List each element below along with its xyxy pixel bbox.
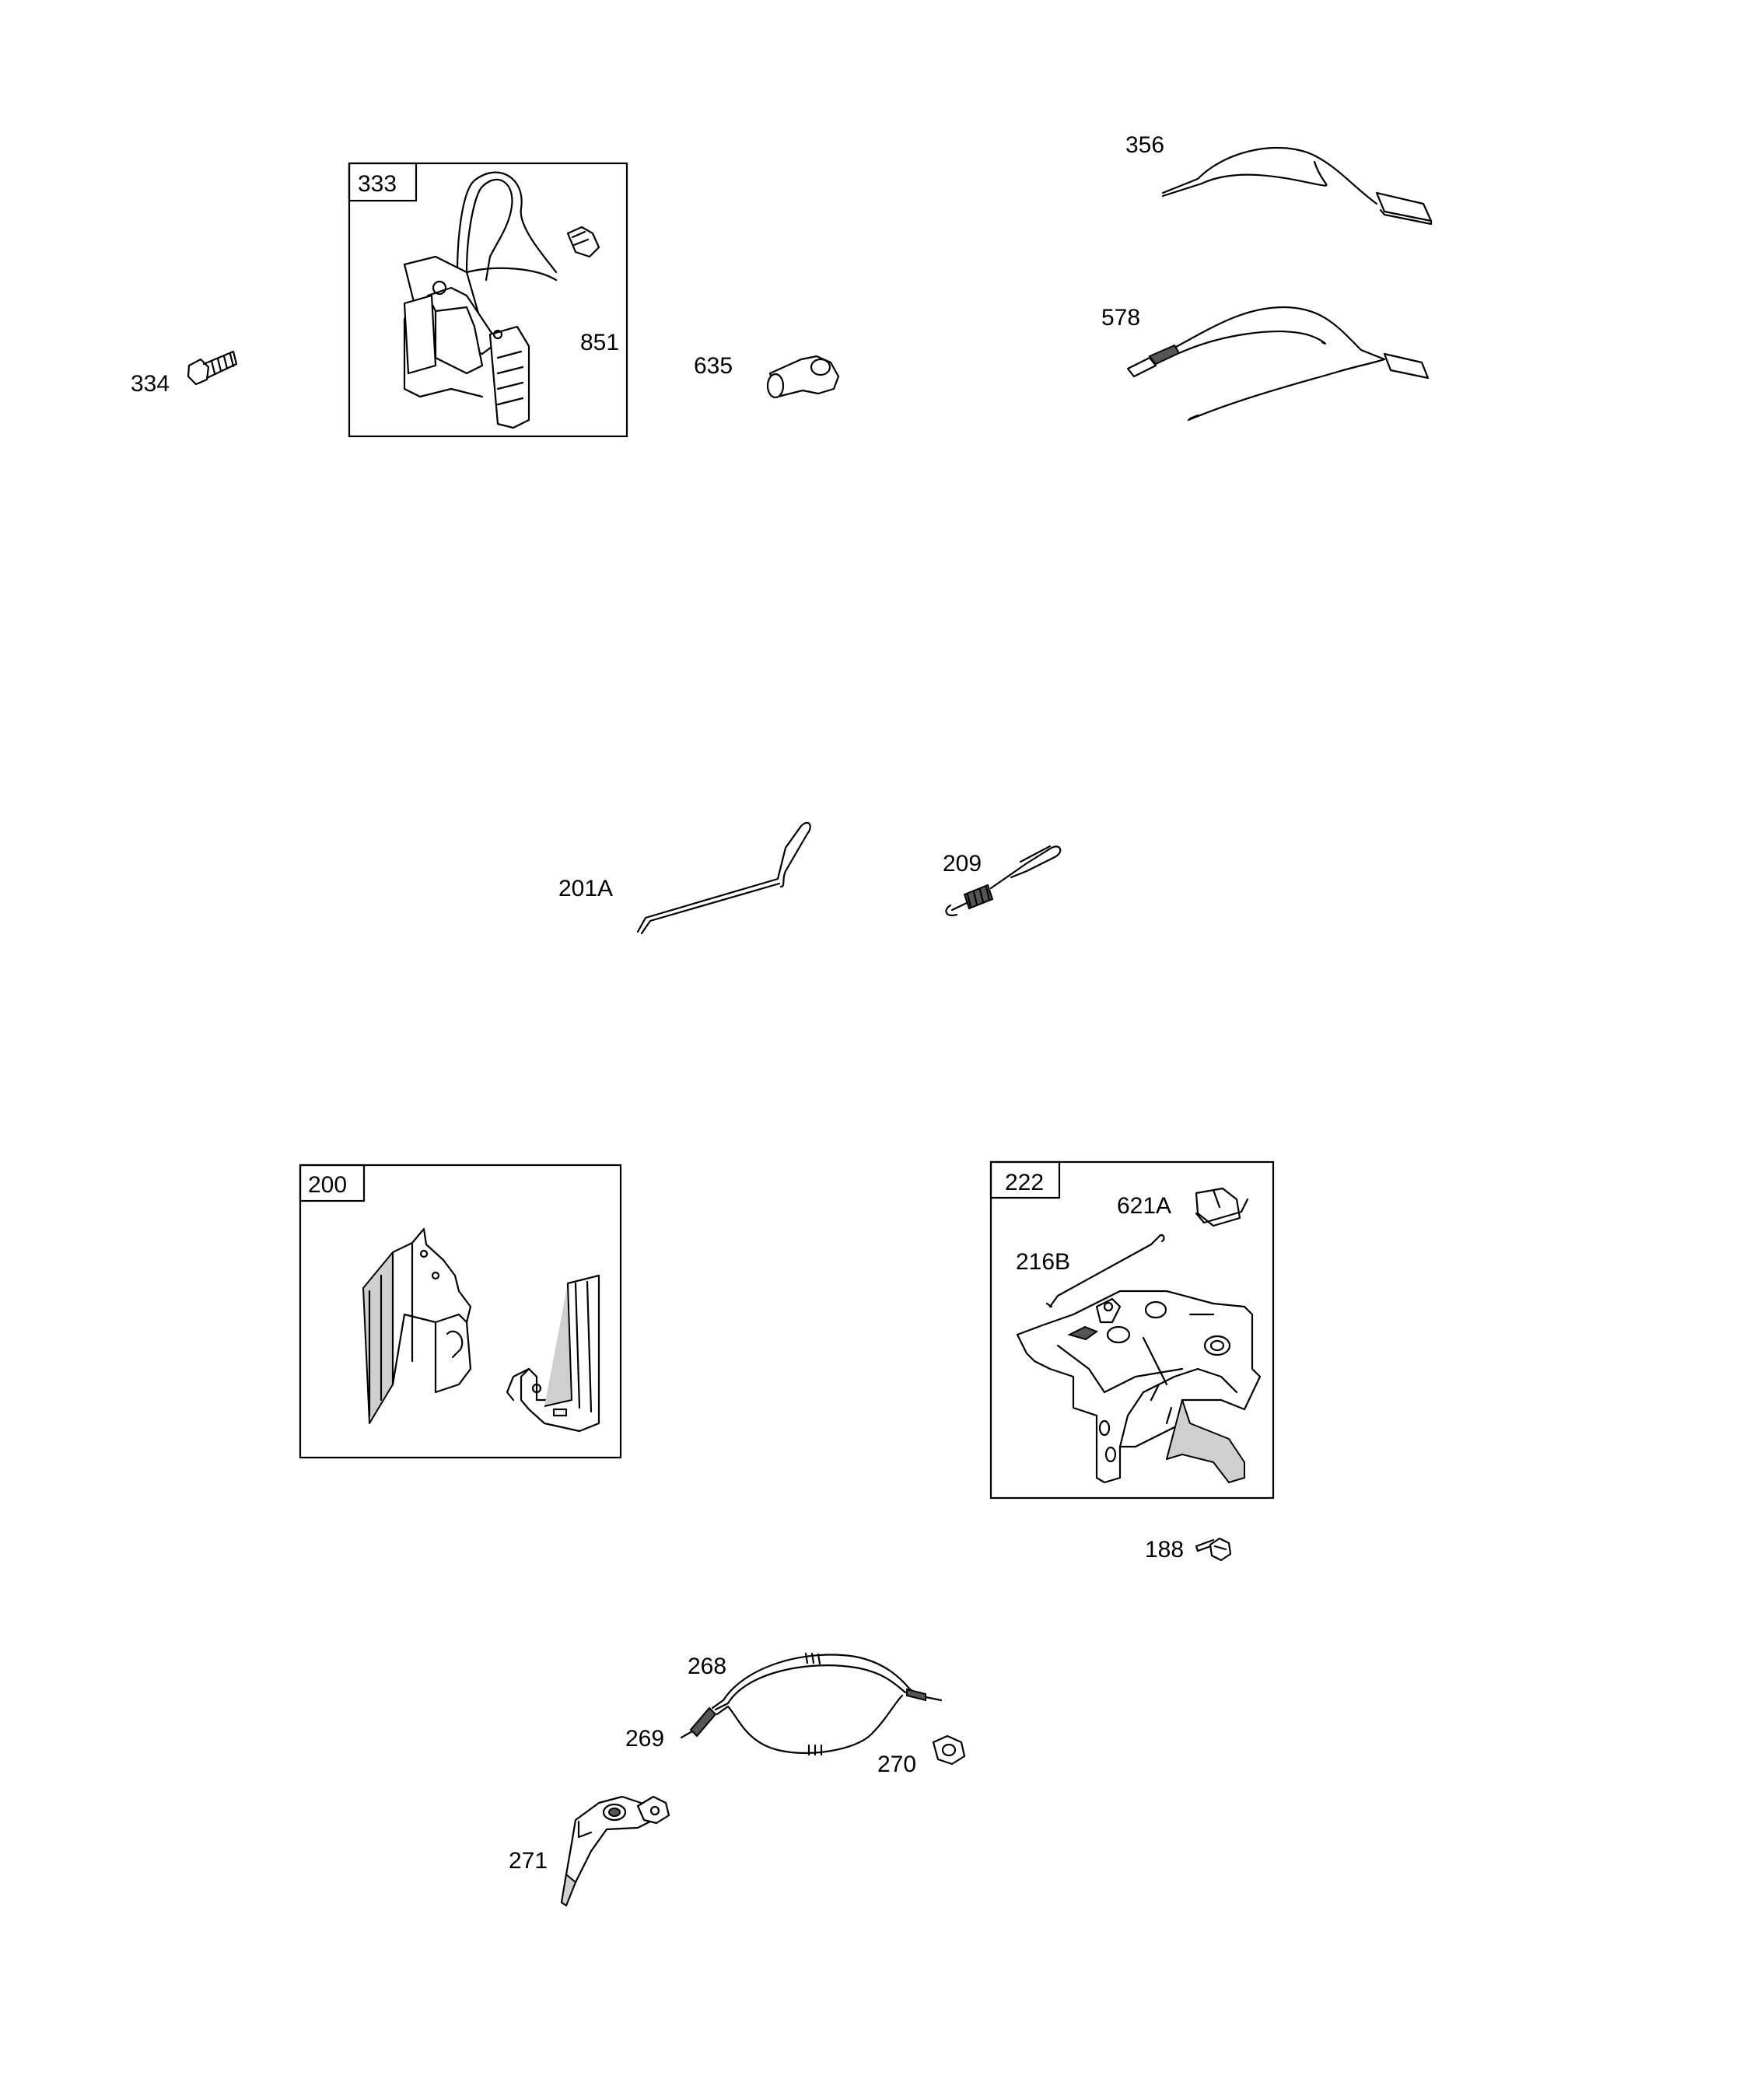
part-group-222: 222 621A 216B (989, 1160, 1275, 1500)
governor-link-icon (636, 821, 811, 935)
part-group-578: 578 (1101, 305, 1430, 422)
part-label-209: 209 (943, 851, 982, 877)
part-group-270: 270 (877, 1734, 966, 1777)
part-group-188: 188 (1145, 1537, 1232, 1563)
part-label-271: 271 (509, 1848, 548, 1874)
armature-icon (403, 171, 558, 429)
part-group-209: 209 (943, 845, 1062, 916)
governor-spring-icon (945, 845, 1062, 916)
part-group-201A: 201A (558, 821, 811, 935)
part-group-334: 334 (131, 350, 238, 397)
part-label-578: 578 (1101, 305, 1140, 331)
part-label-270: 270 (877, 1752, 916, 1777)
spark-plug-boot-icon (766, 355, 840, 399)
air-guide-left-icon (362, 1227, 472, 1424)
part-group-356: 356 (1125, 132, 1433, 226)
part-label-635: 635 (694, 353, 733, 379)
part-group-268: 268 269 (625, 1652, 943, 1756)
choke-link-icon (1045, 1234, 1165, 1308)
control-bracket-icon (1016, 1290, 1262, 1484)
part-label-334: 334 (131, 371, 170, 397)
wire-harness-icon (1126, 306, 1430, 422)
kit-box-333 (348, 162, 628, 438)
part-label-621A: 621A (1117, 1193, 1171, 1219)
part-label-216B: 216B (1016, 1249, 1070, 1275)
part-label-200: 200 (308, 1172, 347, 1198)
kit-box-200 (299, 1164, 622, 1459)
part-label-222: 222 (1005, 1170, 1044, 1195)
screw-icon (187, 350, 238, 386)
kit-tag-box-222 (989, 1160, 1061, 1199)
hex-nut-icon (932, 1734, 966, 1766)
spark-plug-connector-icon (566, 226, 600, 258)
part-label-188: 188 (1145, 1537, 1184, 1563)
part-group-635: 635 (694, 353, 840, 399)
bolt-icon (1195, 1537, 1232, 1562)
ground-wire-icon (1161, 146, 1433, 226)
part-label-333: 333 (358, 171, 397, 197)
part-label-201A: 201A (558, 876, 613, 901)
kit-tag-box-200 (299, 1164, 366, 1202)
throttle-lever-icon (560, 1795, 670, 1907)
part-group-271: 271 (509, 1795, 670, 1907)
part-group-333: 333 851 (348, 162, 628, 438)
kit-tag-box-333 (348, 162, 418, 202)
air-guide-right-icon (506, 1274, 600, 1433)
part-group-200: 200 (299, 1164, 622, 1459)
throttle-cable-icon (680, 1652, 943, 1756)
part-label-268: 268 (688, 1654, 726, 1679)
kit-box-222 (989, 1160, 1275, 1500)
part-label-269: 269 (625, 1726, 664, 1752)
part-label-851: 851 (580, 330, 619, 355)
wire-clip-icon (1195, 1187, 1249, 1227)
part-label-356: 356 (1125, 132, 1164, 158)
